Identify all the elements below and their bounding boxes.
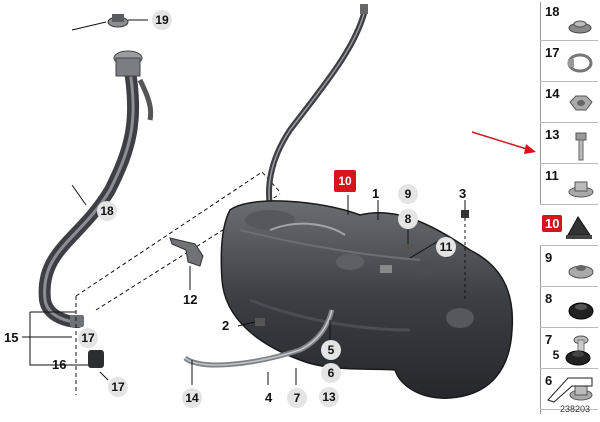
pointer-arrow (471, 131, 531, 151)
sidebar-item-number: 10 (542, 215, 563, 232)
hose-piece (88, 350, 104, 368)
sidebar-item-number: 8 (545, 291, 553, 306)
sidebar-item-number: 9 (545, 250, 553, 265)
sidebar-item-number: 18 (545, 4, 560, 19)
callout-12[interactable]: 12 (183, 292, 198, 307)
collar-nut-icon (568, 265, 594, 279)
direction-arrow-icon (547, 377, 593, 403)
rubber-bushing-icon (568, 302, 594, 320)
callout-18[interactable]: 18 (97, 201, 117, 221)
callout-17b[interactable]: 17 (108, 377, 128, 397)
callout-17a[interactable]: 17 (78, 328, 98, 348)
callout-19[interactable]: 19 (152, 10, 172, 30)
callout-10-highlight[interactable]: 10 (334, 170, 356, 192)
sidebar-item-10[interactable]: 10 (540, 205, 598, 246)
filler-neck-pipe (38, 54, 140, 328)
sidebar-item-number: 17 (545, 45, 560, 60)
sidebar-item-number: 11 (545, 168, 559, 183)
flange-nut-icon (568, 181, 594, 198)
callout-15[interactable]: 15 (4, 330, 19, 345)
callout-9[interactable]: 9 (398, 184, 418, 204)
callout-7[interactable]: 7 (287, 388, 307, 408)
sidebar-item-5-number[interactable]: 5 (552, 348, 560, 362)
fuel-tank (220, 200, 514, 399)
callout-16[interactable]: 16 (52, 357, 67, 372)
callout-2[interactable]: 2 (222, 318, 230, 333)
sidebar-item-number: 7 (545, 332, 553, 347)
sidebar-item-6[interactable]: 6 (540, 369, 598, 410)
callout-4[interactable]: 4 (265, 390, 273, 405)
clip-bracket-icon (566, 216, 592, 239)
callout-8[interactable]: 8 (398, 209, 418, 229)
grommet-icon (565, 350, 591, 366)
callout-11[interactable]: 11 (436, 237, 456, 257)
document-id: 238203 (560, 404, 591, 414)
sidebar-item-13[interactable]: 13 (540, 123, 598, 164)
callout-5[interactable]: 5 (321, 340, 341, 360)
callout-14[interactable]: 14 (182, 388, 202, 408)
sidebar-item-number: 6 (545, 373, 553, 388)
sidebar-item-11[interactable]: 11 (540, 164, 598, 205)
rubber-grommet-icon (568, 20, 592, 34)
sidebar-item-number: 14 (545, 86, 560, 101)
hex-nut-icon (569, 95, 593, 111)
parts-sidebar: 18 17 14 13 11 10 9 8 (540, 0, 600, 417)
sidebar-item-9[interactable]: 9 (540, 246, 598, 287)
sidebar-item-17[interactable]: 17 (540, 41, 598, 82)
sidebar-item-14[interactable]: 14 (540, 82, 598, 123)
callout-1[interactable]: 1 (372, 186, 380, 201)
hose-clamp-icon (567, 53, 593, 73)
sidebar-item-number: 13 (545, 127, 560, 142)
callout-3[interactable]: 3 (459, 186, 467, 201)
mounting-bracket (169, 237, 204, 267)
hex-bolt-icon (575, 132, 587, 161)
sidebar-item-18[interactable]: 18 (540, 0, 598, 41)
callout-6[interactable]: 6 (321, 363, 341, 383)
sidebar-item-8[interactable]: 8 (540, 287, 598, 328)
callout-13[interactable]: 13 (319, 387, 339, 407)
vent-line (137, 78, 154, 121)
